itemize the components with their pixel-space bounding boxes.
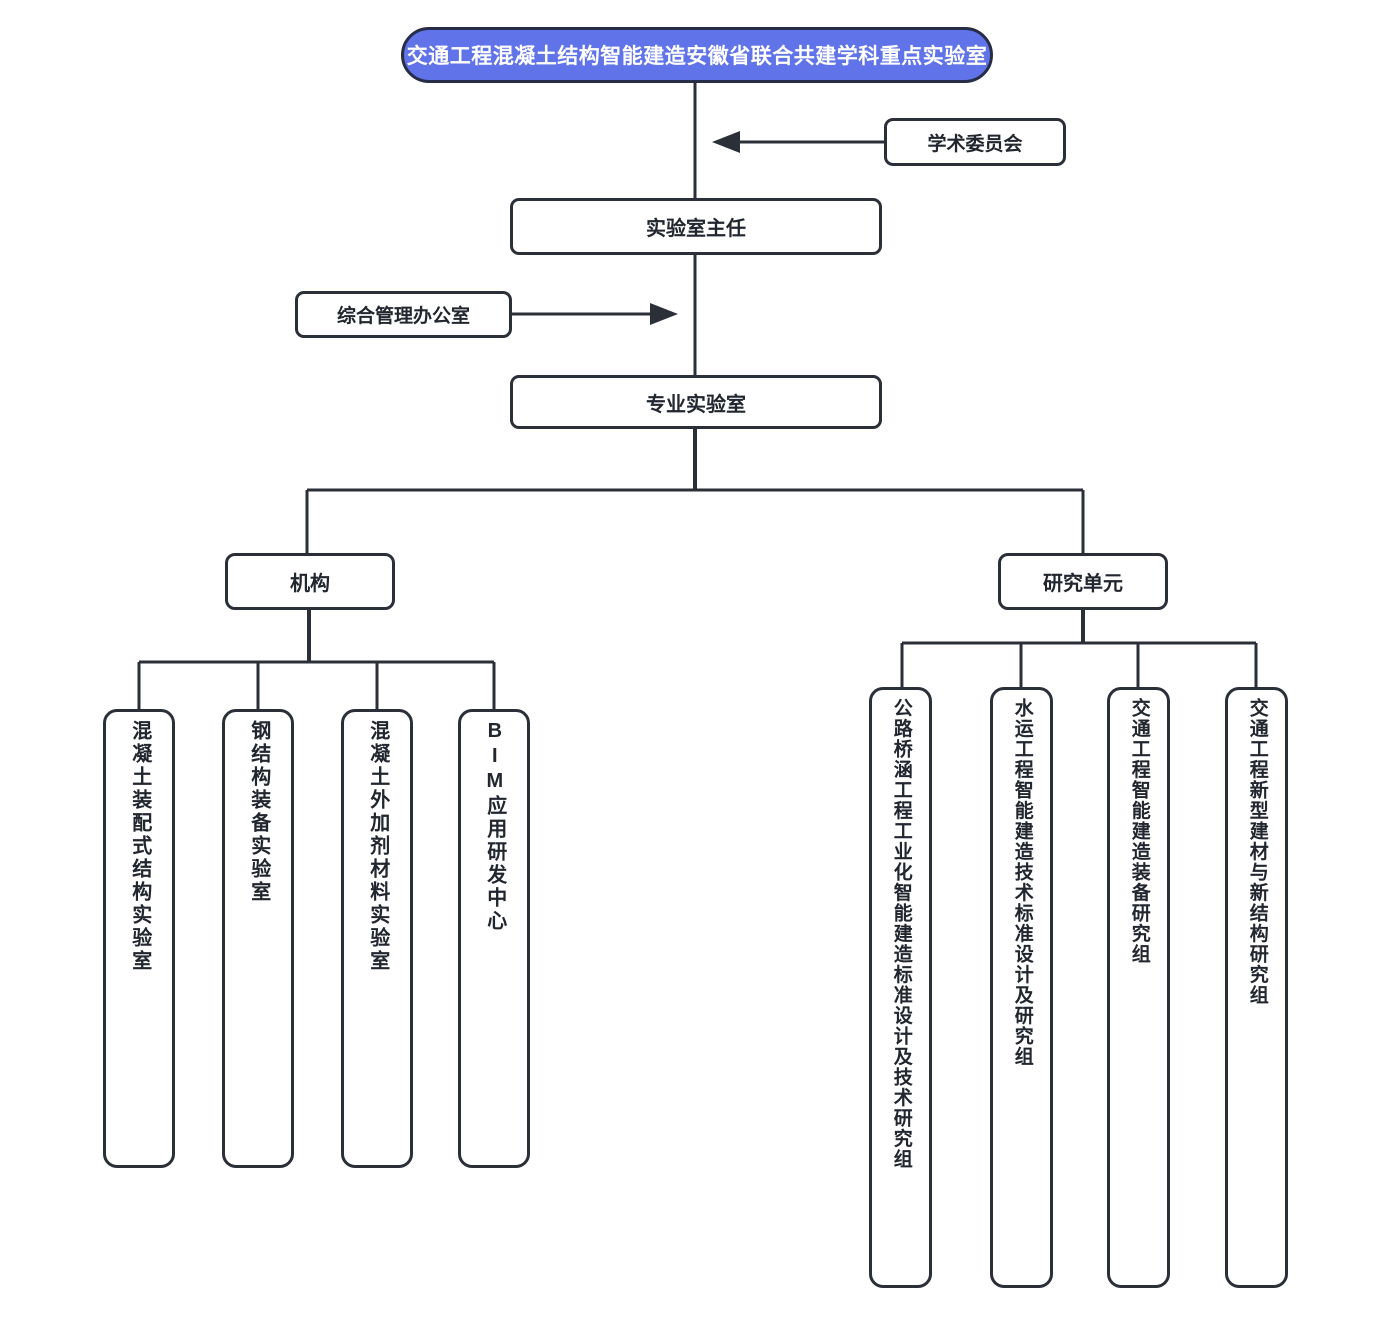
institution-child-1-label: 混凝土装配式结构实验室 [128, 720, 151, 973]
branch-institution-label: 机构 [290, 573, 330, 595]
institution-child-3-label: 混凝土外加剂材料实验室 [366, 720, 389, 973]
arrowhead-to-director [712, 131, 740, 153]
root-node-key-laboratory[interactable]: 交通工程混凝土结构智能建造安徽省联合共建学科重点实验室 [401, 27, 993, 83]
node-lab-director[interactable]: 实验室主任 [510, 198, 882, 255]
node-academic-committee[interactable]: 学术委员会 [884, 118, 1066, 166]
node-institution-child-4[interactable]: BIM应用研发中心 [458, 709, 530, 1168]
node-research-child-1[interactable]: 公路桥涵工程工业化智能建造标准设计及技术研究组 [869, 687, 932, 1288]
research-child-2-label: 水运工程智能建造技术标准设计及研究组 [1011, 698, 1033, 1067]
management-office-label: 综合管理办公室 [336, 306, 470, 327]
node-research-child-3[interactable]: 交通工程智能建造装备研究组 [1107, 687, 1170, 1288]
node-professional-lab[interactable]: 专业实验室 [510, 375, 882, 429]
academic-committee-label: 学术委员会 [927, 133, 1023, 155]
arrowhead-to-lab-spine [650, 303, 678, 325]
node-institution-child-2[interactable]: 钢结构装备实验室 [222, 709, 294, 1168]
node-research-child-2[interactable]: 水运工程智能建造技术标准设计及研究组 [990, 687, 1053, 1288]
professional-lab-label: 专业实验室 [646, 393, 746, 416]
research-child-4-label: 交通工程新型建材与新结构研究组 [1246, 698, 1268, 1006]
node-research-child-4[interactable]: 交通工程新型建材与新结构研究组 [1225, 687, 1288, 1288]
node-branch-research-unit[interactable]: 研究单元 [998, 553, 1168, 610]
institution-child-2-label: 钢结构装备实验室 [247, 720, 270, 904]
institution-child-4-label: BIM应用研发中心 [483, 720, 506, 933]
research-child-3-label: 交通工程智能建造装备研究组 [1128, 698, 1150, 965]
lab-director-label: 实验室主任 [646, 218, 746, 240]
node-institution-child-1[interactable]: 混凝土装配式结构实验室 [103, 709, 175, 1168]
research-child-1-label: 公路桥涵工程工业化智能建造标准设计及技术研究组 [890, 698, 912, 1170]
node-management-office[interactable]: 综合管理办公室 [295, 291, 512, 338]
root-node-label: 交通工程混凝土结构智能建造安徽省联合共建学科重点实验室 [406, 45, 988, 68]
branch-research-unit-label: 研究单元 [1043, 573, 1123, 595]
node-branch-institution[interactable]: 机构 [225, 553, 395, 610]
node-institution-child-3[interactable]: 混凝土外加剂材料实验室 [341, 709, 413, 1168]
